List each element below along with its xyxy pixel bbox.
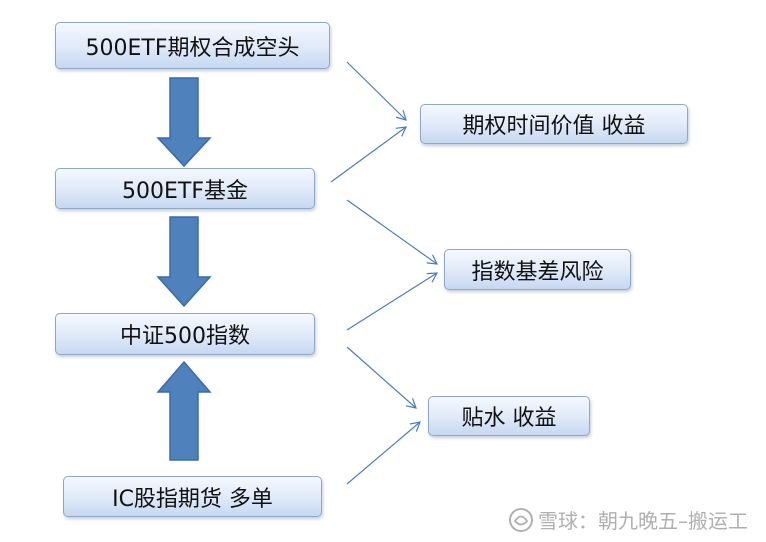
node-synthetic-short-label: 500ETF期权合成空头 — [85, 35, 300, 61]
down-arrow-2 — [156, 216, 212, 308]
outcome-discount-gain-label: 贴水 收益 — [461, 406, 557, 431]
up-arrow — [156, 360, 212, 461]
connector-index-to-basis — [346, 272, 439, 331]
outcome-basis-risk-label: 指数基差风险 — [471, 259, 604, 285]
node-etf-fund: 500ETF基金 — [55, 168, 315, 209]
node-index-label: 中证500指数 — [120, 324, 250, 349]
connector-index-to-discount — [346, 346, 417, 409]
outcome-time-value: 期权时间价值 收益 — [420, 104, 688, 144]
outcome-discount-gain: 贴水 收益 — [428, 396, 590, 436]
connector-etf-to-timevalue — [330, 126, 407, 183]
connector-etf-to-basis — [346, 199, 439, 265]
outcome-time-value-label: 期权时间价值 收益 — [462, 114, 646, 139]
outcome-basis-risk: 指数基差风险 — [444, 249, 631, 290]
watermark-text: 雪球：朝九晚五–搬运工 — [538, 509, 748, 533]
connector-futures-to-discount — [346, 421, 421, 485]
node-index: 中证500指数 — [55, 313, 315, 355]
node-synthetic-short: 500ETF期权合成空头 — [55, 22, 330, 69]
down-arrow-1 — [156, 77, 212, 168]
node-etf-fund-label: 500ETF基金 — [122, 178, 248, 204]
watermark: 雪球：朝九晚五–搬运工 — [508, 505, 748, 534]
node-futures-long-label: IC股指期货 多单 — [112, 486, 273, 512]
node-futures-long: IC股指期货 多单 — [63, 476, 322, 517]
connector-short-to-timevalue — [346, 61, 407, 121]
snowball-logo-icon — [509, 507, 533, 532]
